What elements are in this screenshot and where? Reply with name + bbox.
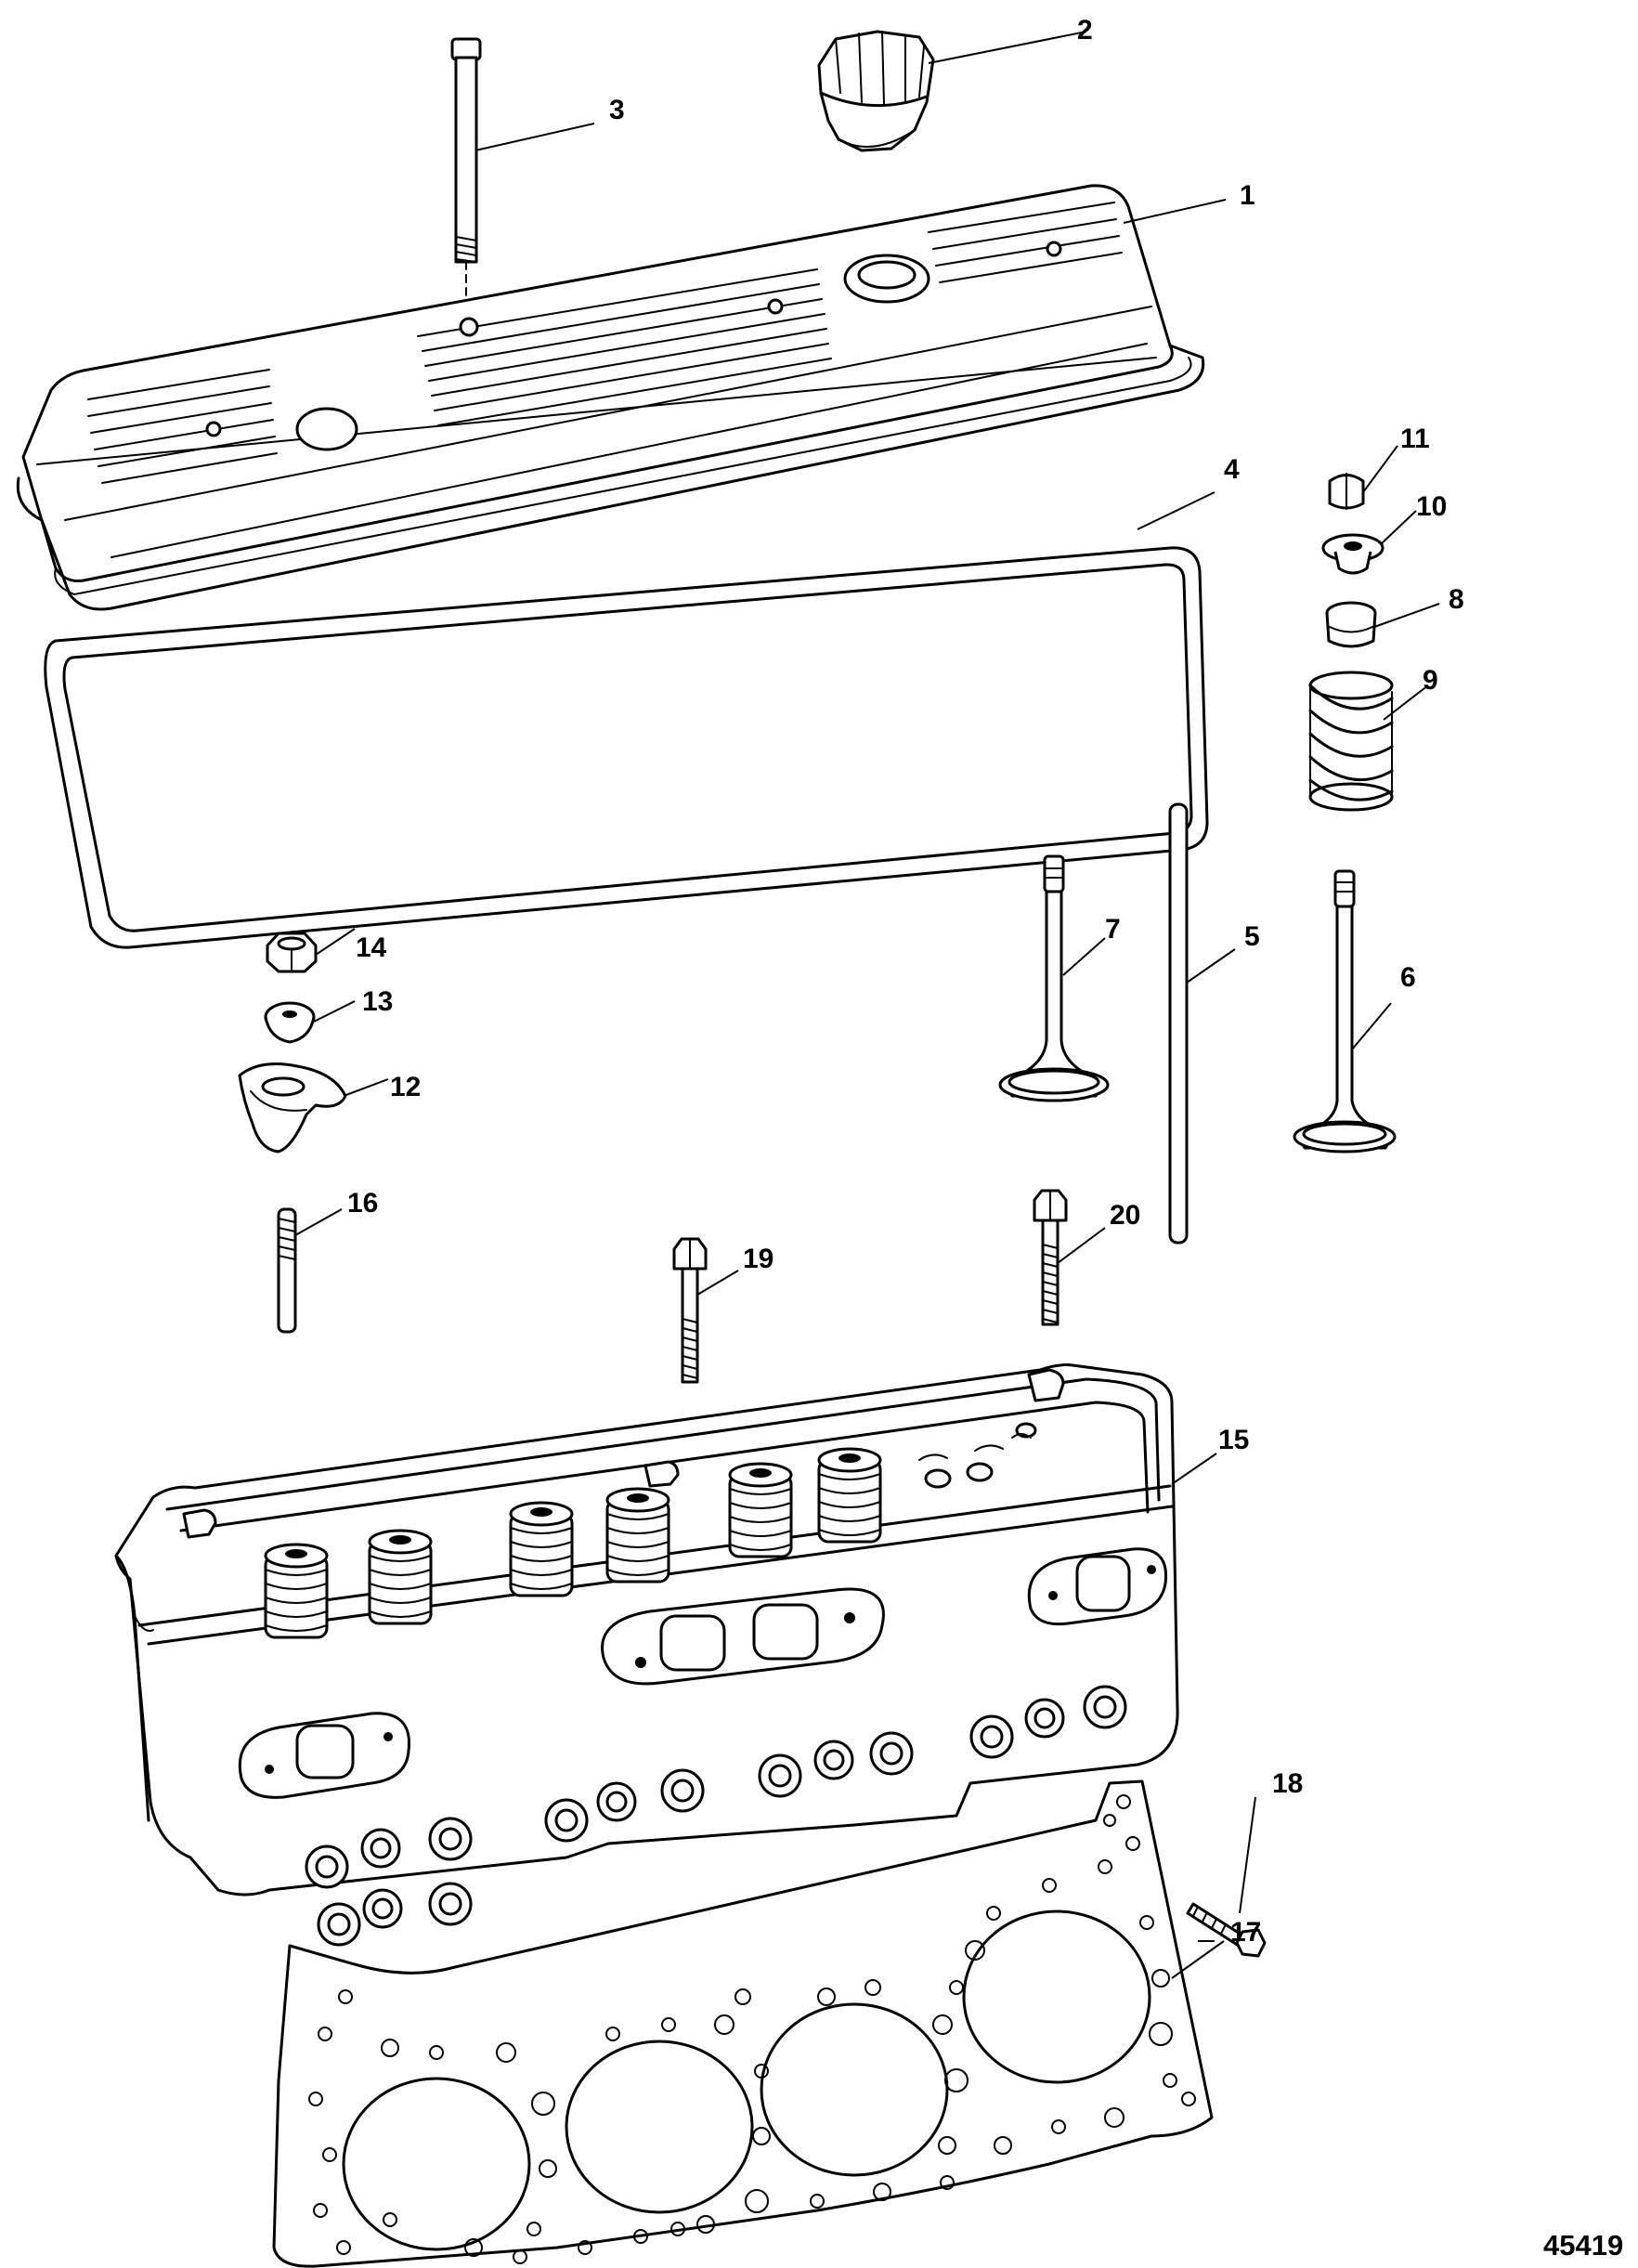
cylinder-head	[114, 1363, 1179, 1947]
callout-18: 18	[1272, 1768, 1303, 1799]
callout-2: 2	[1077, 15, 1093, 46]
exhaust-valve	[1293, 869, 1397, 1154]
rocker-arm	[238, 1062, 347, 1154]
callout-3: 3	[609, 95, 625, 125]
callout-15: 15	[1218, 1425, 1249, 1455]
leader-lines	[294, 32, 1440, 1979]
rocker-arm-nut	[266, 932, 318, 973]
callout-4: 4	[1224, 454, 1240, 485]
callout-6: 6	[1400, 962, 1416, 993]
valve-rocker-cover	[16, 184, 1205, 611]
intake-valve	[998, 854, 1110, 1102]
callout-9: 9	[1423, 665, 1438, 696]
valve-oil-seal	[1325, 601, 1377, 648]
head-gasket	[272, 1779, 1214, 2268]
callout-8: 8	[1449, 584, 1464, 615]
callout-1: 1	[1240, 180, 1255, 211]
head-side-bolt	[1186, 1902, 1267, 1958]
short-head-bolt	[672, 1237, 708, 1384]
callout-5: 5	[1244, 921, 1260, 952]
callout-12: 12	[390, 1072, 421, 1102]
callout-14: 14	[356, 932, 387, 963]
callout-10: 10	[1416, 491, 1447, 522]
callout-16: 16	[347, 1188, 378, 1219]
rocker-cover-gasket	[44, 546, 1209, 949]
callout-labels: 2 3 1 4 11 10 8 9 7 5 6 14 13 12 16 19 2…	[347, 15, 1464, 1948]
head-bolt-bosses	[305, 1685, 1127, 1947]
callout-11: 11	[1400, 424, 1430, 454]
callout-17: 17	[1230, 1917, 1261, 1948]
valve-keepers	[1328, 473, 1365, 510]
figure-number: 45419	[1543, 2229, 1623, 2261]
callout-19: 19	[743, 1244, 774, 1274]
pushrod	[1168, 802, 1189, 1245]
callout-13: 13	[362, 986, 393, 1017]
valve-spring	[1308, 671, 1394, 812]
oil-filler-cap	[817, 30, 935, 152]
valve-spring-cap	[1321, 533, 1384, 575]
long-head-bolt	[1033, 1189, 1068, 1326]
rocker-arm-ball	[264, 1001, 316, 1044]
head-valve-springs	[264, 1447, 882, 1639]
callout-20: 20	[1110, 1200, 1140, 1231]
rocker-cover-bolt	[450, 37, 482, 317]
rocker-arm-stud	[277, 1207, 297, 1334]
callout-7: 7	[1105, 914, 1121, 945]
